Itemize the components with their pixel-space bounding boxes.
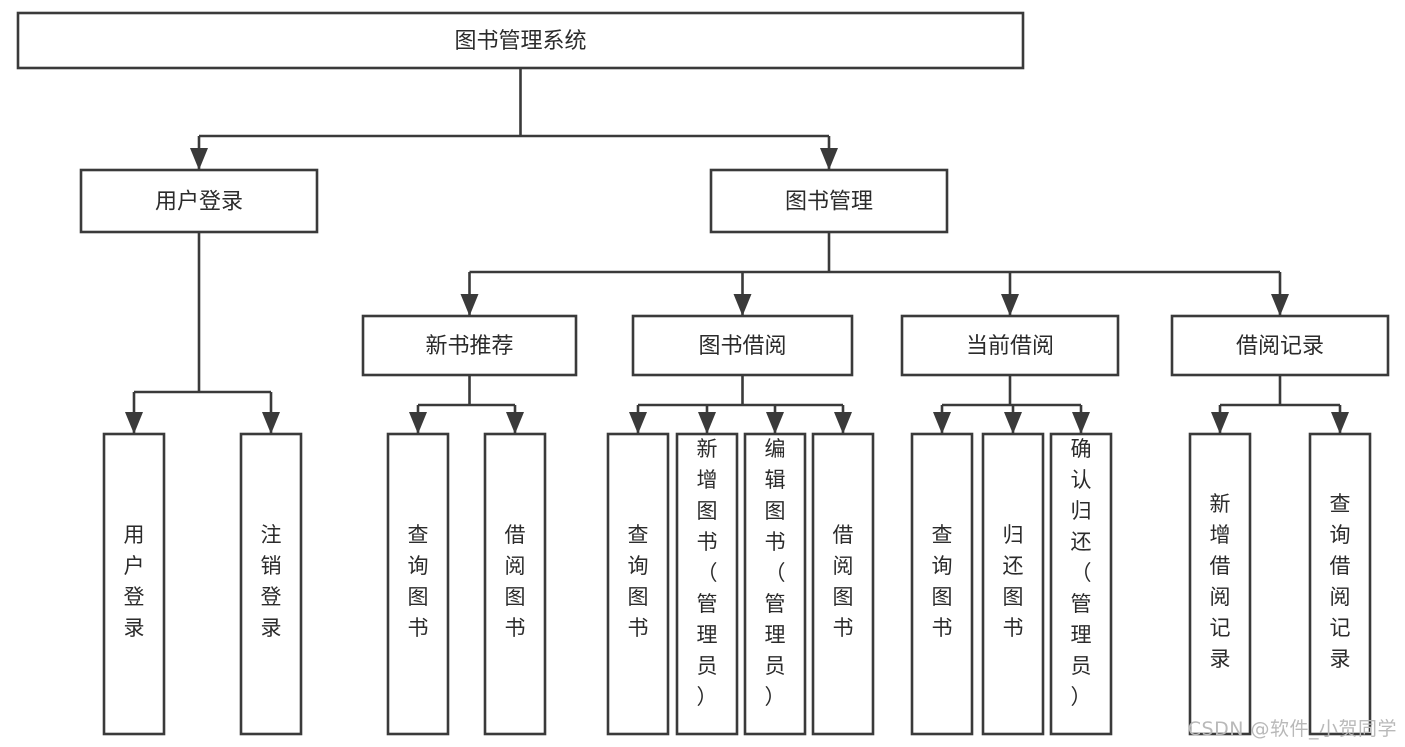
node-box[interactable] (631, 314, 854, 377)
node-label: 注销登录 (261, 523, 282, 640)
node-box[interactable] (606, 432, 670, 736)
arrow-head-icon (262, 412, 280, 434)
node-box[interactable] (16, 11, 1025, 70)
node-leaf-3[interactable]: 借阅图书 (483, 432, 547, 736)
node-level2-1[interactable]: 图书管理 (709, 168, 949, 234)
node-level3-1[interactable]: 图书借阅 (631, 314, 854, 377)
connectors-layer (125, 68, 1349, 434)
node-box[interactable] (811, 432, 875, 736)
node-label: 新书推荐 (425, 334, 513, 359)
node-level2-0[interactable]: 用户登录 (79, 168, 319, 234)
node-label: 借阅记录 (1236, 334, 1324, 359)
arrow-head-icon (190, 148, 208, 170)
node-leaf-5[interactable]: 新增图书（管理员） (675, 432, 739, 736)
node-leaf-4[interactable]: 查询图书 (606, 432, 670, 736)
arrow-head-icon (506, 412, 524, 434)
node-label: 编辑图书（管理员） (765, 437, 786, 709)
node-label: 确认归还（管理员） (1071, 437, 1092, 709)
arrow-head-icon (1211, 412, 1229, 434)
node-label: 图书管理系统 (454, 29, 586, 54)
node-label: 图书借阅 (698, 334, 786, 359)
node-root[interactable]: 图书管理系统 (16, 11, 1025, 70)
node-leaf-7[interactable]: 借阅图书 (811, 432, 875, 736)
node-leaf-12[interactable]: 查询借阅记录 (1308, 432, 1372, 736)
arrow-head-icon (933, 412, 951, 434)
node-box[interactable] (239, 432, 303, 736)
node-leaf-8[interactable]: 查询图书 (910, 432, 974, 736)
node-box[interactable] (361, 314, 578, 377)
arrow-head-icon (1004, 412, 1022, 434)
arrow-head-icon (629, 412, 647, 434)
node-box[interactable] (102, 432, 166, 736)
node-leaf-1[interactable]: 注销登录 (239, 432, 303, 736)
arrow-head-icon (409, 412, 427, 434)
node-box[interactable] (1188, 432, 1252, 736)
nodes-layer: 图书管理系统用户登录图书管理新书推荐图书借阅当前借阅借阅记录用户登录注销登录查询… (16, 11, 1390, 736)
node-box[interactable] (1049, 432, 1113, 736)
arrow-head-icon (1072, 412, 1090, 434)
arrow-head-icon (698, 412, 716, 434)
node-leaf-11[interactable]: 新增借阅记录 (1188, 432, 1252, 736)
node-label: 借阅图书 (833, 523, 854, 640)
node-box[interactable] (386, 432, 450, 736)
arrow-head-icon (1001, 294, 1019, 316)
node-label: 归还图书 (1003, 523, 1024, 640)
arrow-head-icon (460, 294, 479, 316)
arrow-head-icon (125, 412, 143, 434)
node-level3-3[interactable]: 借阅记录 (1170, 314, 1390, 377)
node-box[interactable] (1308, 432, 1372, 736)
node-label: 当前借阅 (966, 334, 1054, 359)
node-label: 借阅图书 (505, 523, 526, 640)
node-label: 新增借阅记录 (1210, 492, 1231, 671)
node-label: 查询图书 (408, 523, 429, 640)
node-box[interactable] (709, 168, 949, 234)
node-box[interactable] (1170, 314, 1390, 377)
node-box[interactable] (981, 432, 1045, 736)
node-leaf-6[interactable]: 编辑图书（管理员） (743, 432, 807, 736)
node-label: 查询借阅记录 (1330, 492, 1351, 671)
arrow-head-icon (733, 294, 752, 316)
node-leaf-10[interactable]: 确认归还（管理员） (1049, 432, 1113, 736)
node-level3-2[interactable]: 当前借阅 (900, 314, 1120, 377)
node-box[interactable] (79, 168, 319, 234)
arrow-head-icon (1331, 412, 1349, 434)
arrow-head-icon (766, 412, 784, 434)
arrow-head-icon (834, 412, 852, 434)
node-label: 用户登录 (155, 190, 243, 215)
node-label: 查询图书 (628, 523, 649, 640)
node-label: 新增图书（管理员） (697, 437, 718, 709)
node-box[interactable] (900, 314, 1120, 377)
arrow-head-icon (820, 148, 838, 170)
node-level3-0[interactable]: 新书推荐 (361, 314, 578, 377)
node-label: 图书管理 (785, 190, 873, 215)
node-box[interactable] (910, 432, 974, 736)
csdn-watermark: CSDN @软件_小贺同学 (1187, 718, 1397, 740)
node-label: 查询图书 (932, 523, 953, 640)
arrow-head-icon (1271, 294, 1289, 316)
node-leaf-0[interactable]: 用户登录 (102, 432, 166, 736)
node-box[interactable] (483, 432, 547, 736)
node-leaf-2[interactable]: 查询图书 (386, 432, 450, 736)
node-box[interactable] (675, 432, 739, 736)
node-leaf-9[interactable]: 归还图书 (981, 432, 1045, 736)
node-box[interactable] (743, 432, 807, 736)
node-label: 用户登录 (124, 523, 145, 640)
